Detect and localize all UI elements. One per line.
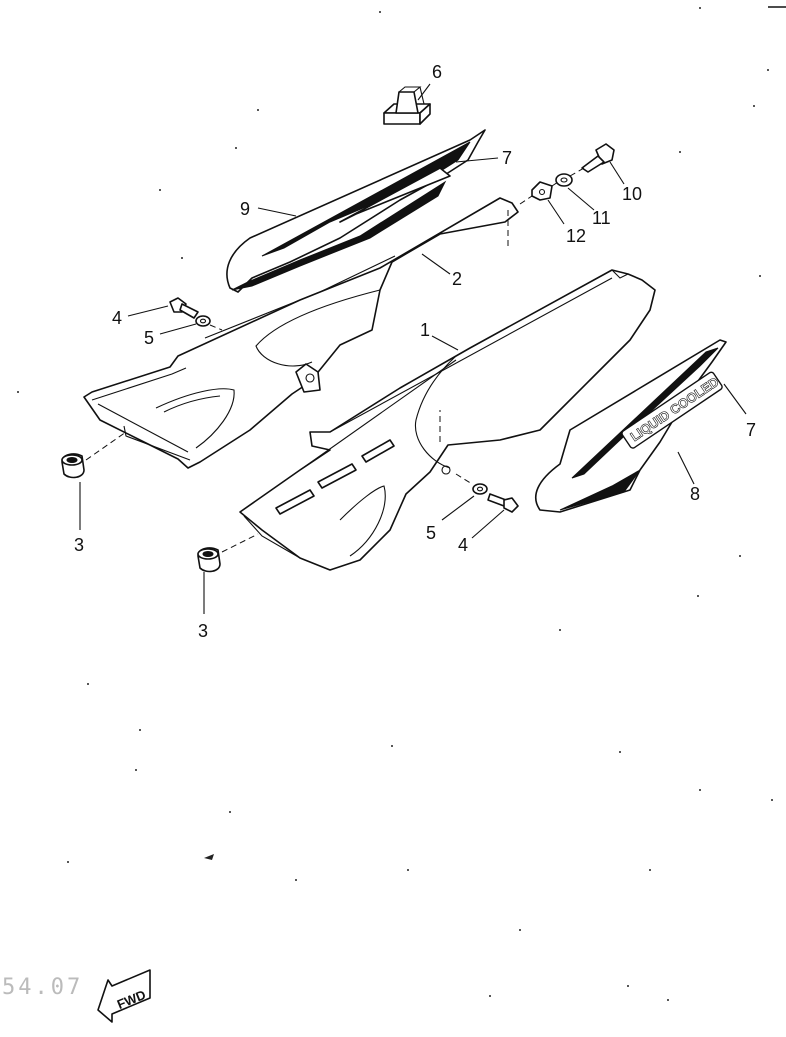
callout-10: 10 xyxy=(622,184,642,204)
callout-9: 9 xyxy=(240,199,250,219)
page-code: 54.07 xyxy=(2,975,83,1000)
part-4-bolt-upper xyxy=(169,297,199,319)
callout-11: 11 xyxy=(592,208,611,228)
callout-8: 8 xyxy=(690,484,700,504)
callout-4-upper: 4 xyxy=(112,308,122,328)
callout-2: 2 xyxy=(452,269,462,289)
scan-specks xyxy=(17,7,773,1001)
part-9-stripe-decal xyxy=(226,129,486,293)
part-3-grommet-left xyxy=(61,453,85,479)
part-12-nut xyxy=(531,181,553,201)
part-10-bolt xyxy=(581,143,615,173)
lower-bolt-axis xyxy=(455,473,473,485)
callout-5-upper: 5 xyxy=(144,328,154,348)
fwd-arrow-icon: FWD xyxy=(97,969,151,1023)
callout-1: 1 xyxy=(420,320,430,340)
part-4-bolt-lower xyxy=(487,493,519,513)
hardware-axis-line xyxy=(519,167,585,205)
callout-4-lower: 4 xyxy=(458,535,468,555)
part-5-washer-lower xyxy=(472,483,488,495)
callout-12: 12 xyxy=(566,226,586,246)
callout-7-lower: 7 xyxy=(746,420,756,440)
part-1-right-side-cover xyxy=(239,269,656,571)
callout-3-lower: 3 xyxy=(198,621,208,641)
callout-6: 6 xyxy=(432,62,442,82)
callout-3-left: 3 xyxy=(74,535,84,555)
part-3-grommet-lower xyxy=(197,547,221,573)
upper-bolt-axis xyxy=(209,324,223,331)
callout-numbers: 6 7 9 2 4 5 1 10 11 12 7 8 3 5 4 3 xyxy=(74,62,756,641)
part-5-washer-upper xyxy=(195,315,211,327)
grommet-lower-axis xyxy=(221,533,259,553)
leader-lines xyxy=(79,83,747,614)
callout-7-upper: 7 xyxy=(502,148,512,168)
callout-5-lower: 5 xyxy=(426,523,436,543)
part-2-left-side-cover xyxy=(83,197,519,469)
grommet-left-axis xyxy=(85,431,127,461)
part-11-washer xyxy=(555,173,573,187)
